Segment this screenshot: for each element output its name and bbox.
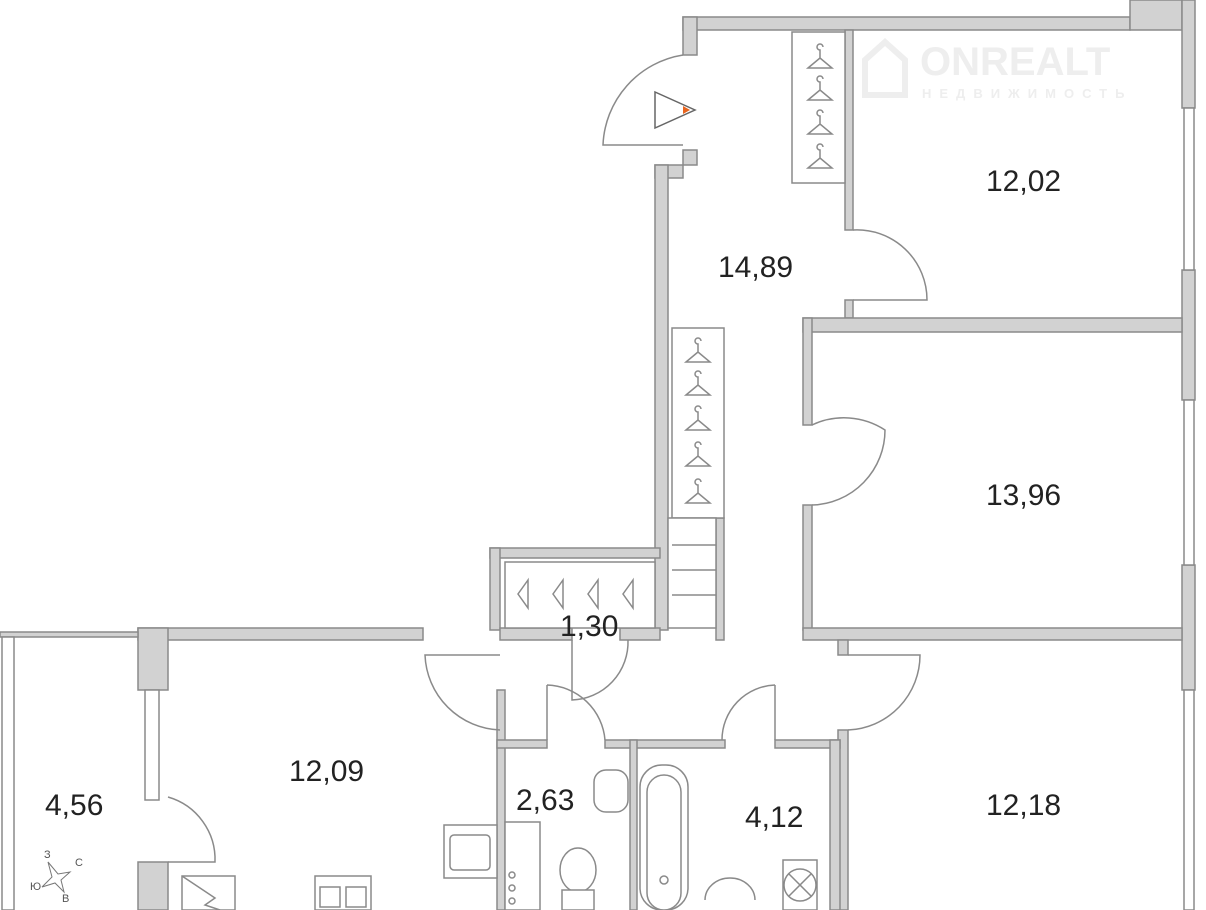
compass-south: Ю (30, 881, 41, 893)
entrance-marker-icon (654, 90, 697, 130)
watermark: ONREALT НЕДВИЖИМОСТЬ (862, 37, 1132, 101)
room-labels: 12,02 14,89 13,96 1,30 4,56 12,09 2,63 4… (45, 165, 1061, 834)
room-area-hall: 14,89 (718, 251, 793, 284)
room-area-closet: 1,30 (560, 610, 618, 643)
room-area-toilet: 2,63 (516, 784, 574, 817)
room-area-kitchen: 12,09 (289, 755, 364, 788)
watermark-tagline: НЕДВИЖИМОСТЬ (922, 86, 1132, 101)
watermark-brand: ONREALT (920, 40, 1110, 84)
compass-east: В (62, 893, 69, 905)
compass-west: З (44, 849, 51, 861)
compass-icon: З С Ю В (30, 849, 83, 905)
compass-north: С (75, 857, 83, 869)
room-area-bedroom-2: 13,96 (986, 479, 1061, 512)
wardrobe-icon (504, 31, 846, 629)
room-area-balcony: 4,56 (45, 789, 103, 822)
room-area-bedroom-3: 12,18 (986, 789, 1061, 822)
doors (167, 54, 928, 863)
windows (1, 107, 1195, 910)
plumbing-fixtures (181, 764, 818, 910)
room-area-bedroom-1: 12,02 (986, 165, 1061, 198)
room-area-bathroom: 4,12 (745, 801, 803, 834)
